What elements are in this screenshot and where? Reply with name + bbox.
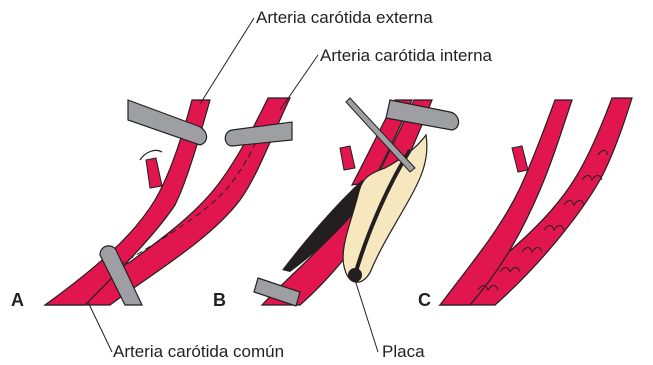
panel-b-small-branch (340, 146, 355, 170)
panel-a-illustration (45, 98, 292, 305)
label-external-carotid: Arteria carótida externa (256, 9, 433, 26)
panel-label-b: B (213, 291, 226, 309)
panel-c-small-branch (512, 146, 528, 172)
label-plaque: Placa (382, 343, 425, 360)
panel-label-a: A (11, 291, 24, 309)
panel-c-illustration (440, 98, 632, 305)
leader-common-carotid (88, 302, 112, 352)
panel-label-c: C (418, 291, 431, 309)
leader-internal-carotid (280, 55, 318, 110)
panel-a-small-branch (146, 158, 162, 188)
label-common-carotid: Arteria carótida común (113, 343, 284, 360)
leader-external-carotid (200, 18, 254, 104)
leader-plaque (355, 280, 378, 352)
label-internal-carotid: Arteria carótida interna (320, 47, 492, 64)
panel-b-plaque-end (348, 268, 362, 282)
